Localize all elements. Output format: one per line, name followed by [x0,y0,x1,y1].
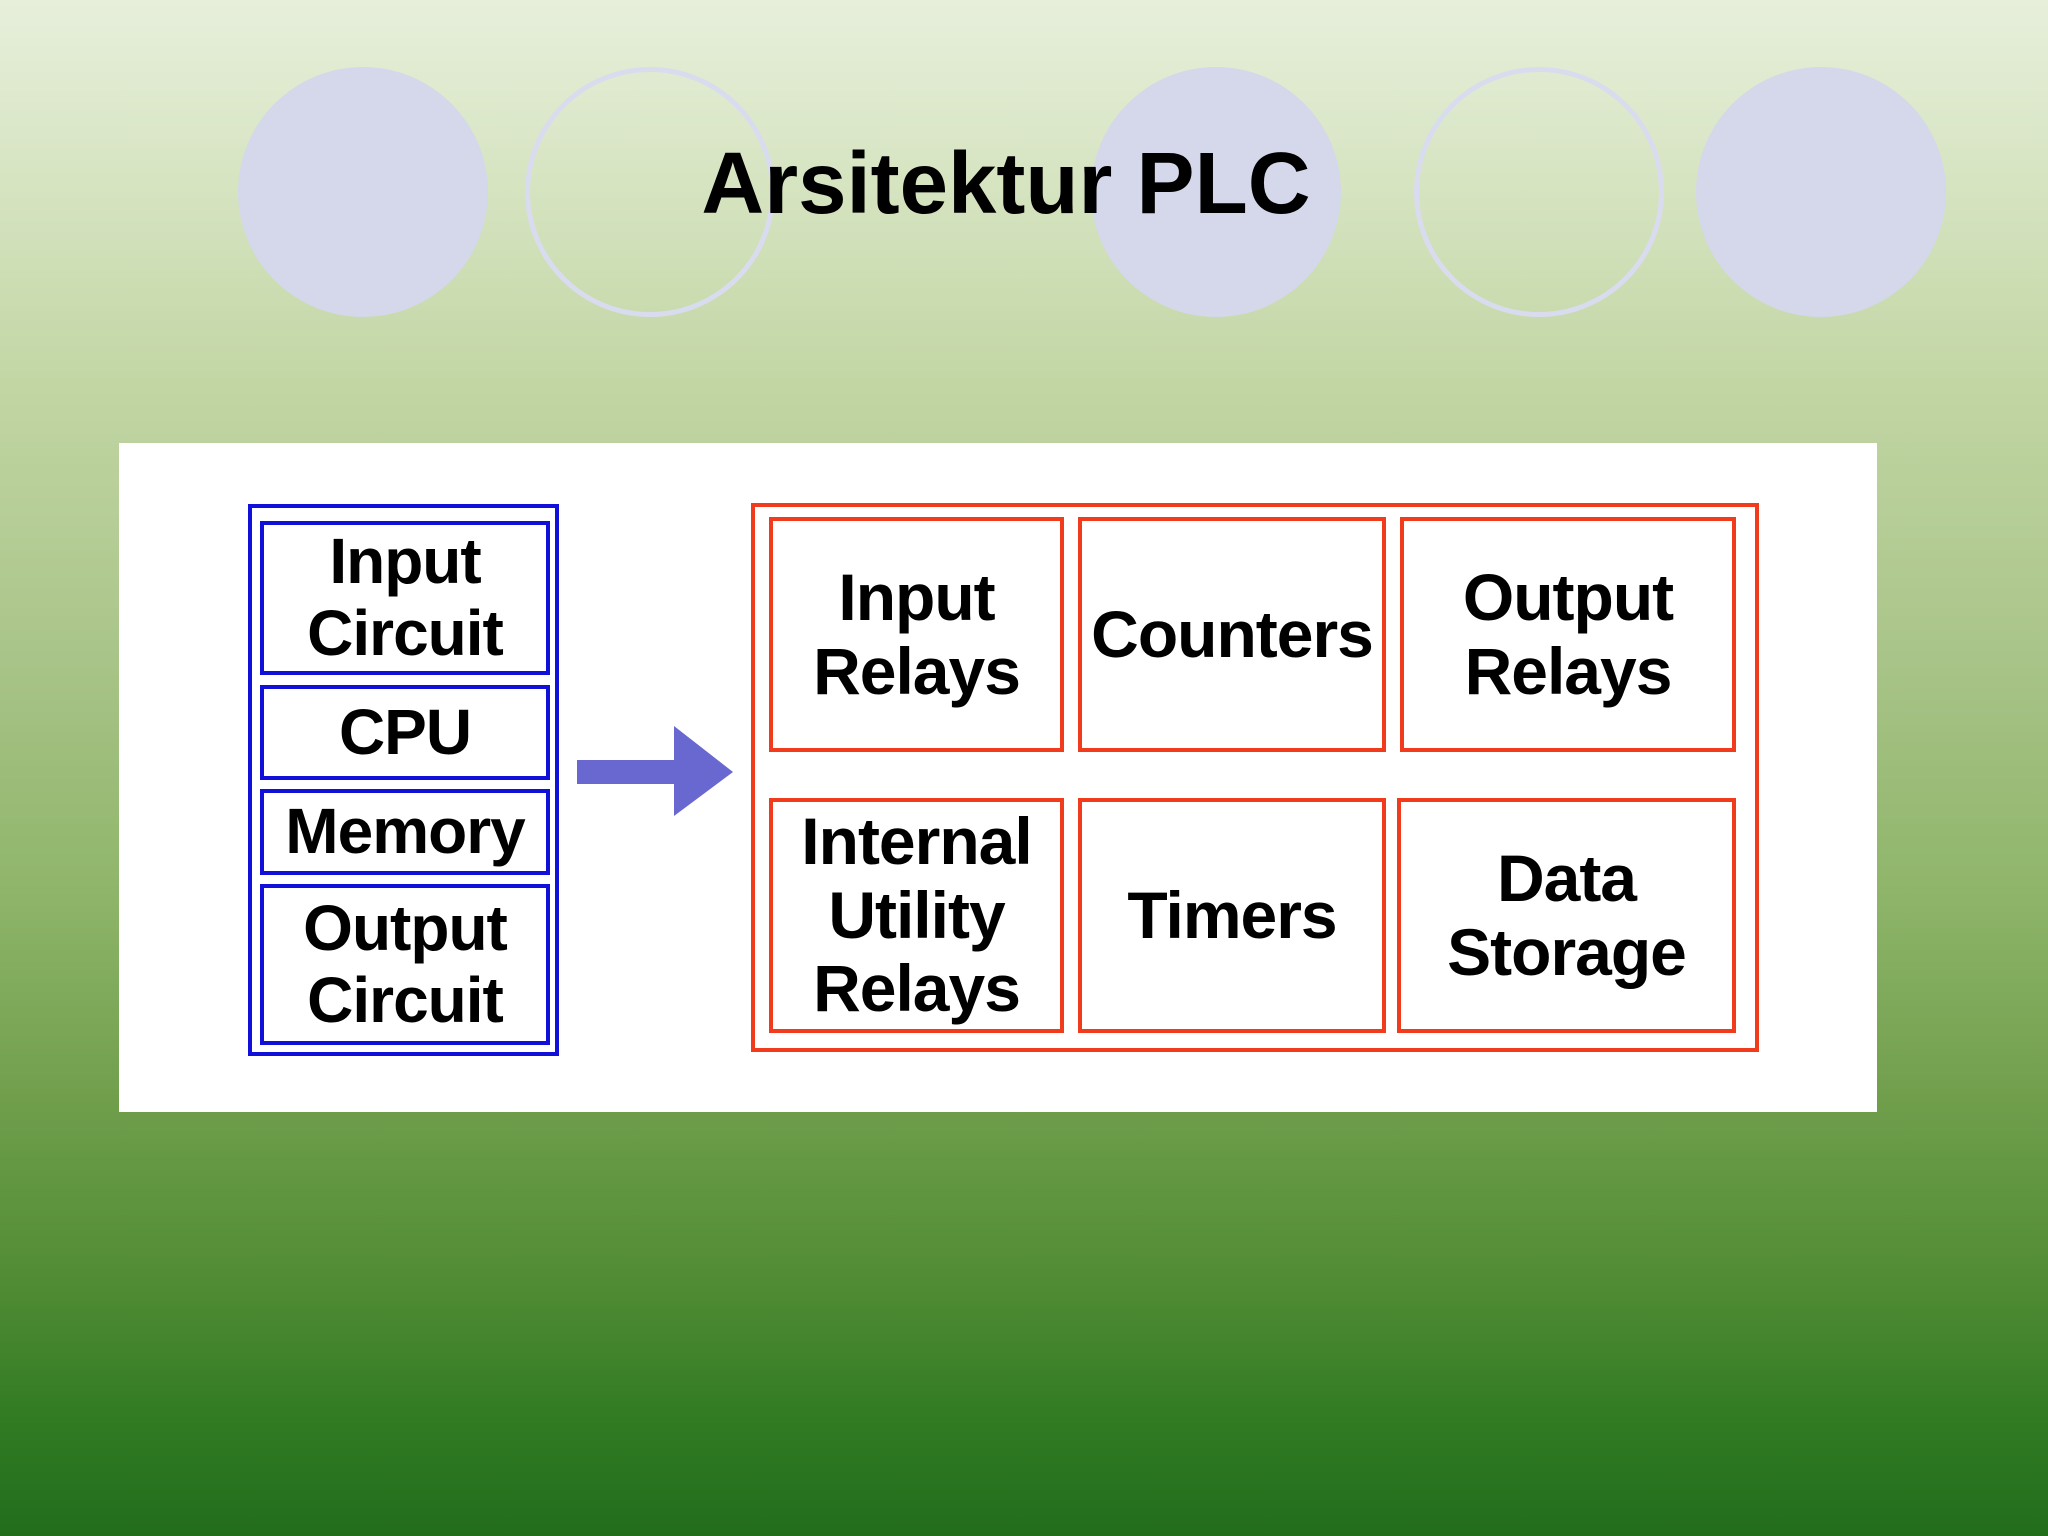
timers-box: Timers [1078,798,1386,1033]
input-circuit-box: Input Circuit [260,521,550,675]
slide-title: Arsitektur PLC [701,135,1311,232]
right-arrow-icon [577,726,733,816]
output-relays-box: Output Relays [1400,517,1736,752]
decorative-circle-outline [525,67,775,317]
input-relays-box: Input Relays [769,517,1064,752]
plc-hardware-group [248,504,559,1056]
decorative-circle [1091,67,1341,317]
decorative-circle-outline [1414,67,1664,317]
decorative-circle [1696,67,1946,317]
counters-box: Counters [1078,517,1386,752]
data-storage-box: Data Storage [1397,798,1736,1033]
internal-utility-relays-box: Internal Utility Relays [769,798,1064,1033]
memory-box: Memory [260,789,550,875]
cpu-box: CPU [260,685,550,780]
output-circuit-box: Output Circuit [260,884,550,1045]
decorative-circle [238,67,488,317]
memory-map-group [751,503,1759,1052]
